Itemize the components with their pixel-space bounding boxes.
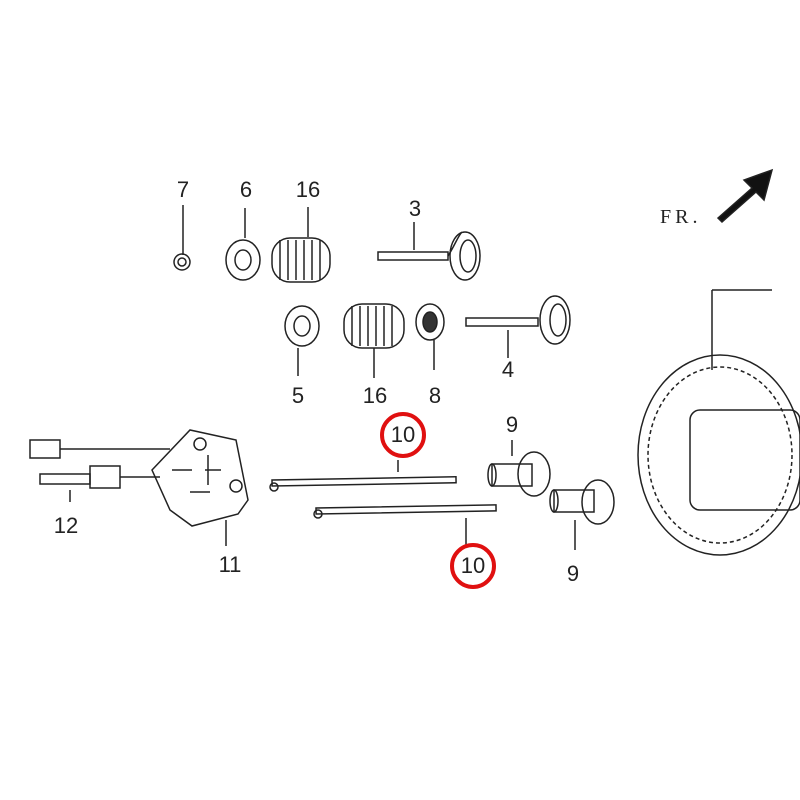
nut-7 — [173, 253, 191, 271]
tappet-lower — [549, 479, 615, 525]
valve-3 — [377, 231, 481, 281]
part-label: 10 — [390, 422, 416, 447]
tappet-upper — [487, 451, 551, 497]
part-label: 12 — [53, 513, 79, 538]
front-arrow-icon — [716, 168, 774, 224]
spring-16-bottom — [343, 303, 405, 349]
part-label: 3 — [408, 196, 422, 221]
bolts-12 — [29, 439, 170, 489]
highlight-circle — [380, 412, 426, 458]
part-label: 9 — [566, 561, 580, 586]
valve-4 — [465, 295, 571, 345]
part-label: 9 — [505, 412, 519, 437]
valve-seal-8 — [415, 303, 445, 341]
part-label: 7 — [176, 177, 190, 202]
retainer-6 — [225, 239, 261, 281]
push-rod-upper — [269, 476, 457, 492]
part-label: 10 — [460, 553, 486, 578]
retainer-5 — [284, 305, 320, 347]
camshaft-gear — [637, 289, 800, 556]
direction-label: FR. — [660, 206, 702, 228]
spring-16-top — [271, 237, 331, 283]
highlight-circle — [450, 543, 496, 589]
part-label: 8 — [428, 383, 442, 408]
push-rod-lower — [313, 504, 497, 519]
part-label: 11 — [218, 552, 242, 577]
guide-plate-11 — [151, 429, 249, 527]
part-label: 4 — [501, 357, 515, 382]
part-label: 16 — [362, 383, 388, 408]
part-label: 5 — [291, 383, 305, 408]
part-label: 16 — [295, 177, 321, 202]
part-label: 6 — [239, 177, 253, 202]
